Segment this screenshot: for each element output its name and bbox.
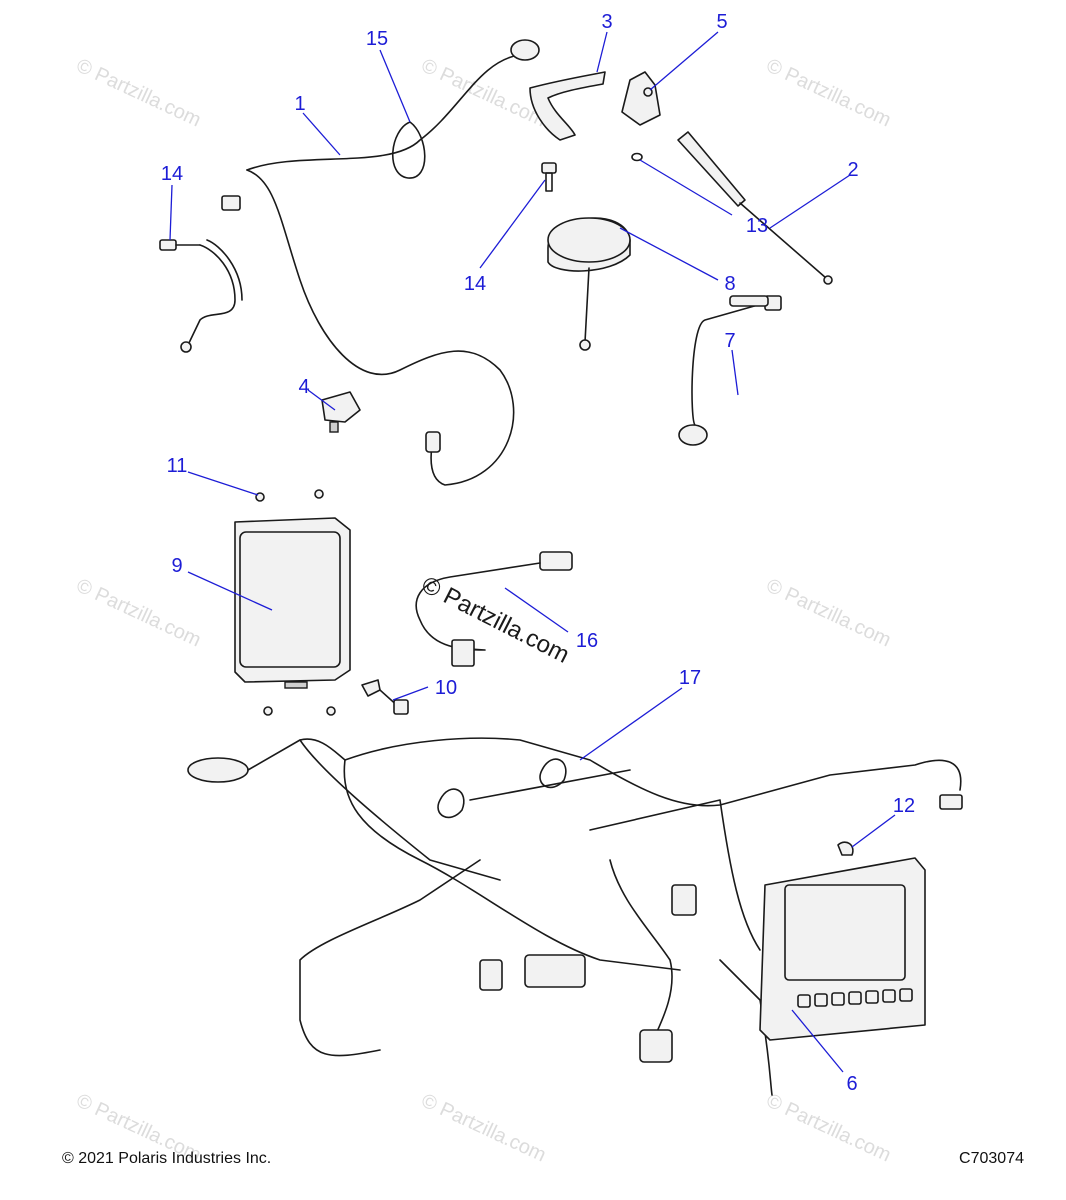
callout-11: 11 (167, 455, 188, 477)
part-2-whip-antenna (677, 131, 833, 285)
part-10-terminal (361, 679, 409, 715)
part-7-sensor-lead (678, 295, 782, 446)
part-4-connector (321, 391, 361, 433)
part-8-gps-antenna (547, 217, 631, 351)
callout-6: 6 (846, 1073, 857, 1095)
leader-2 (769, 174, 851, 229)
leader-16 (504, 587, 569, 633)
part-11-screws (255, 489, 336, 716)
leader-14b (479, 179, 546, 269)
part-5-antenna-mount (621, 71, 661, 126)
leader-12 (851, 814, 896, 848)
part-12-clip (837, 841, 854, 856)
leader-6 (791, 1009, 844, 1073)
leader-9 (187, 571, 273, 611)
part-13-washer (631, 152, 643, 162)
copyright-text: © 2021 Polaris Industries Inc. (62, 1150, 272, 1167)
callout-9: 9 (171, 555, 182, 577)
callout-12: 12 (893, 795, 915, 817)
leader-3 (596, 31, 608, 73)
watermark: © Partzilla.com (73, 575, 204, 652)
callout-10: 10 (435, 677, 457, 699)
callout-16: 16 (576, 630, 598, 652)
callout-3: 3 (601, 11, 612, 33)
leader-lines (169, 31, 896, 1073)
leader-17 (579, 687, 683, 761)
callout-14b: 14 (464, 273, 486, 295)
watermark: © Partzilla.com (418, 1090, 549, 1167)
part-16-harness (415, 551, 573, 667)
watermark: © Partzilla.com (763, 1090, 894, 1167)
part-1-antenna-cable (246, 39, 540, 486)
drawing-number: C703074 (959, 1150, 1024, 1167)
leader-4 (307, 389, 336, 411)
leader-13 (639, 159, 733, 216)
callout-8: 8 (724, 273, 735, 295)
callout-17: 17 (679, 667, 701, 689)
callouts: 15 1 3 5 14 2 13 14 8 7 4 11 9 16 10 17 … (161, 11, 915, 1095)
watermark: © Partzilla.com (763, 55, 894, 132)
watermark: © Partzilla.com (73, 55, 204, 132)
callout-13: 13 (746, 215, 768, 237)
part-14-bolt-upper (541, 162, 557, 192)
callout-15: 15 (366, 28, 388, 50)
leader-7 (731, 349, 739, 396)
leader-10 (392, 686, 429, 701)
part-3-bracket (529, 71, 606, 141)
callout-14a: 14 (161, 163, 183, 185)
leader-14a (169, 184, 173, 241)
part-15-cable-tie (392, 121, 426, 179)
callout-7: 7 (724, 330, 735, 352)
leader-11 (187, 471, 259, 496)
leader-8 (619, 227, 719, 281)
callout-1: 1 (294, 93, 305, 115)
part-6-display (759, 857, 926, 1041)
part-14-ground-strap (159, 195, 243, 353)
part-17-main-harness (187, 737, 963, 1096)
part-9-module (234, 517, 351, 689)
callout-5: 5 (716, 11, 727, 33)
callout-4: 4 (298, 376, 309, 398)
callout-2: 2 (847, 159, 858, 181)
display-buttons (797, 988, 913, 1008)
leader-5 (649, 31, 719, 91)
leader-15 (379, 49, 411, 123)
leader-1 (302, 112, 341, 156)
watermark: © Partzilla.com (763, 575, 894, 652)
